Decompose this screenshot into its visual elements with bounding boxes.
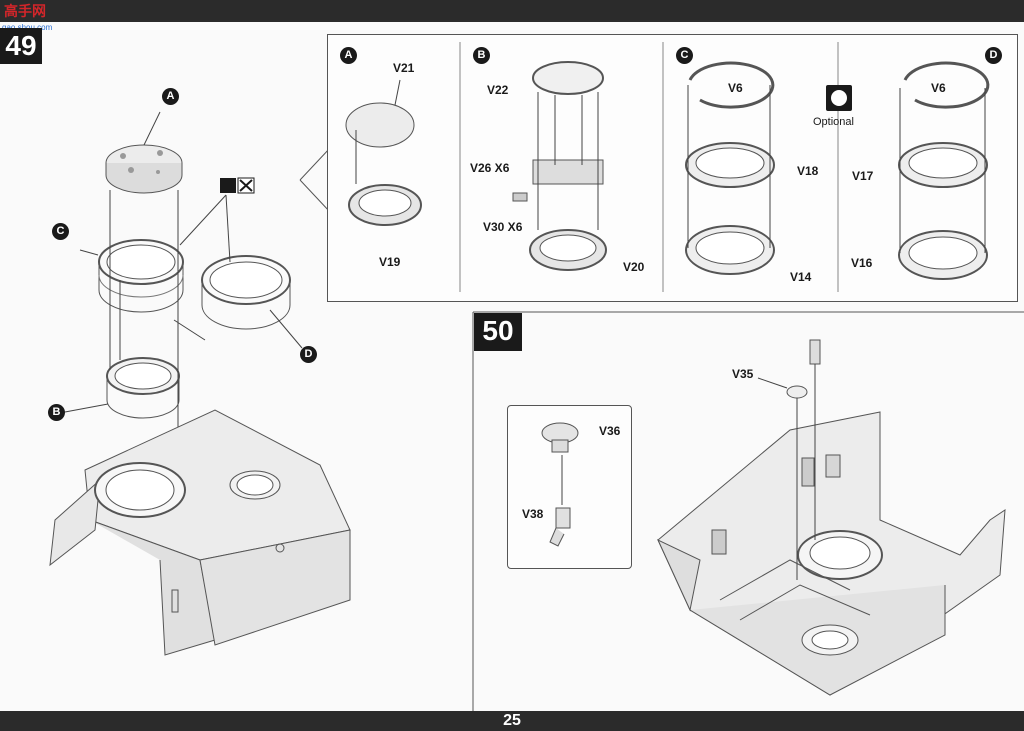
- watermark-url: gao.shou.com: [2, 23, 52, 32]
- part-v20: V20: [623, 260, 645, 274]
- part-v30: V30 X6: [483, 220, 523, 234]
- part-v18: V18: [797, 164, 819, 178]
- part-v21: V21: [393, 61, 415, 75]
- part-v36: V36: [599, 424, 621, 438]
- step-50-number: 50: [474, 313, 522, 351]
- part-v6-c: V6: [728, 81, 743, 95]
- part-v17: V17: [852, 169, 874, 183]
- part-v38: V38: [522, 507, 544, 521]
- detail-b-letter: B: [473, 47, 490, 64]
- part-v16: V16: [851, 256, 873, 270]
- callout-c: C: [52, 223, 69, 240]
- part-v19: V19: [379, 255, 401, 269]
- step-49-number: 49: [0, 28, 42, 64]
- part-v14: V14: [790, 270, 812, 284]
- watermark-logo: 高手网: [4, 3, 46, 19]
- callout-d: D: [300, 346, 317, 363]
- detail-c-letter: C: [676, 47, 693, 64]
- detail-a-letter: A: [340, 47, 357, 64]
- callout-a: A: [162, 88, 179, 105]
- part-v6-d: V6: [931, 81, 946, 95]
- page-number: 25: [503, 712, 521, 729]
- callout-b: B: [48, 404, 65, 421]
- bottom-bar: [0, 711, 1024, 731]
- optional-label: Optional: [813, 116, 854, 128]
- part-v26: V26 X6: [470, 161, 510, 175]
- part-v22: V22: [487, 83, 509, 97]
- detail-d-letter: D: [985, 47, 1002, 64]
- top-bar: [0, 0, 1024, 22]
- part-v35: V35: [732, 367, 754, 381]
